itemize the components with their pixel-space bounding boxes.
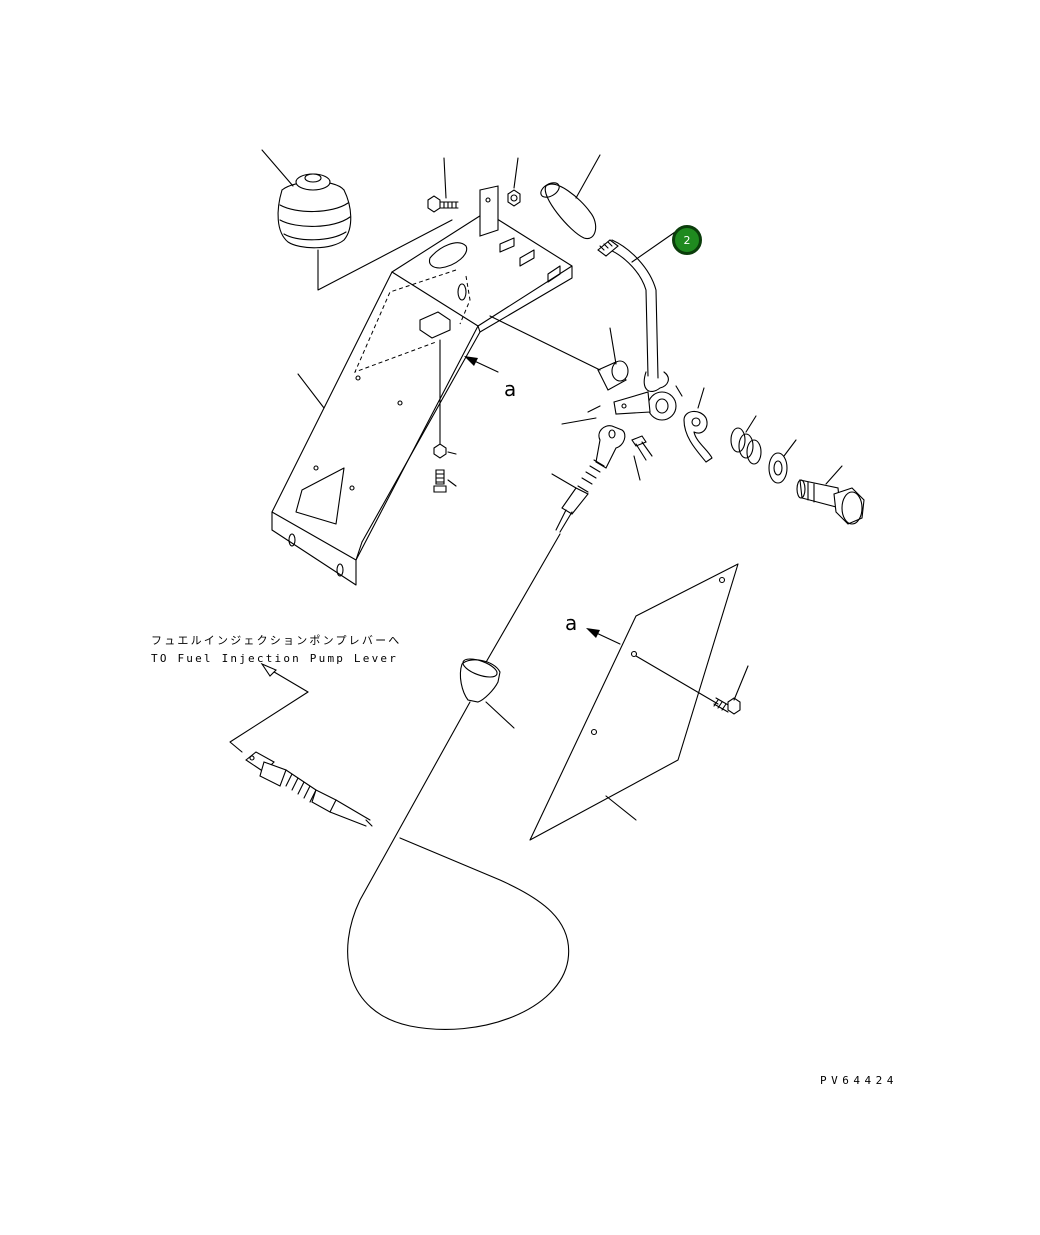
- nut-lower: [433, 443, 457, 459]
- rubber-stopper: [489, 315, 629, 391]
- cable-clevis: [551, 405, 626, 533]
- spring: [730, 415, 762, 465]
- bolt-lower: [433, 469, 457, 493]
- part-callout-2[interactable]: 2: [672, 225, 702, 255]
- shoulder-bolt: [796, 465, 865, 525]
- lock-plate: [683, 387, 713, 463]
- cover-plate: [529, 563, 739, 841]
- pedal-bracket: [271, 185, 573, 586]
- part-callout-2-label: 2: [683, 233, 691, 247]
- bolt-top: [427, 157, 459, 213]
- view-label-upper: a: [504, 377, 517, 401]
- leader-boot: [317, 219, 453, 291]
- note-japanese: フュエルインジェクションポンプレバーへ: [151, 634, 402, 647]
- view-arrow-lower: [586, 628, 621, 645]
- view-label-lower: a: [565, 611, 578, 635]
- pedal-pad: [540, 154, 601, 240]
- drawing-code: PV64424: [820, 1074, 898, 1087]
- view-arrow-upper: [464, 356, 499, 373]
- control-cable: [347, 533, 570, 1030]
- washer: [768, 439, 797, 484]
- cover-bolt: [713, 665, 749, 715]
- pedal-lever: [597, 229, 683, 421]
- clevis-pin: [631, 435, 653, 481]
- note-english: TO Fuel Injection Pump Lever: [151, 652, 399, 665]
- pump-cable-end: [229, 662, 373, 827]
- nut-top: [507, 157, 521, 207]
- rubber-boot: [261, 149, 352, 249]
